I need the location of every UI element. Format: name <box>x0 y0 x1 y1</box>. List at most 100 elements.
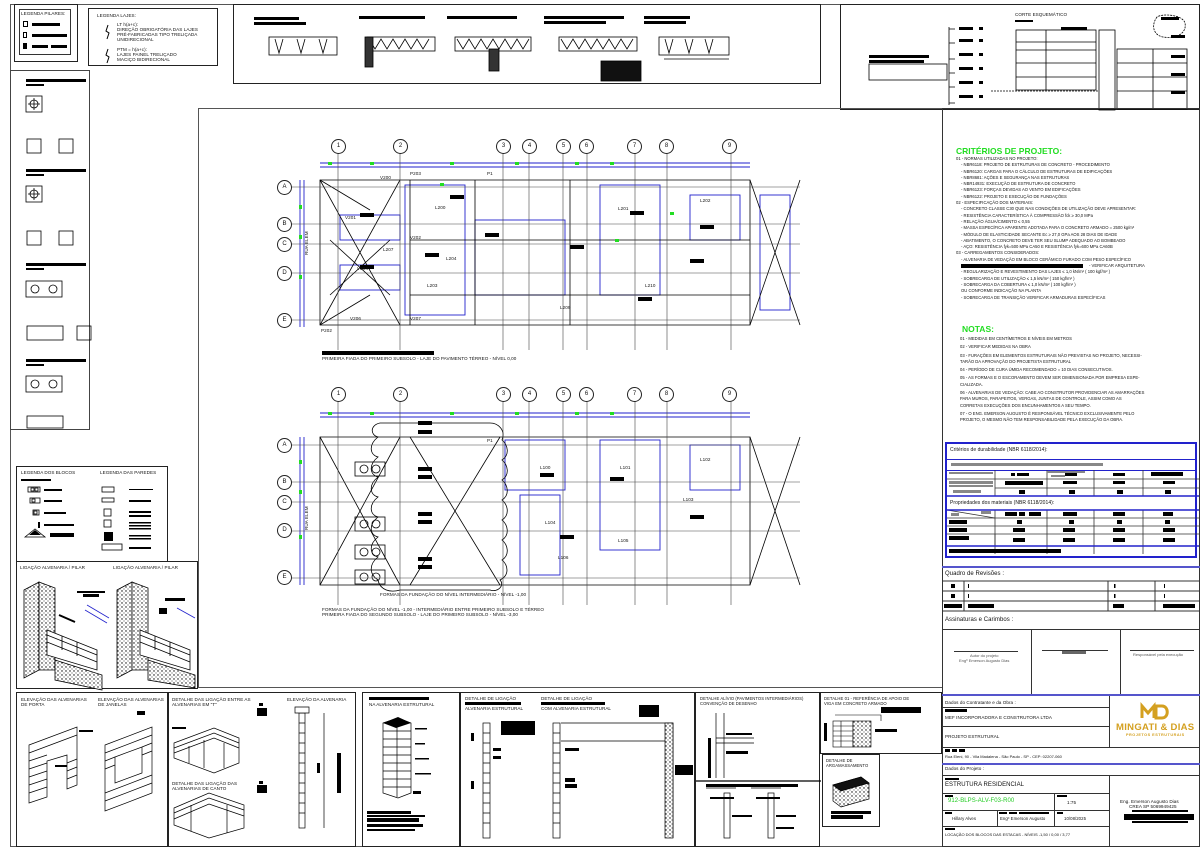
wall-pillar-drawings <box>23 581 196 691</box>
pillar-label: P203 <box>410 171 421 176</box>
connection-structural-box: DETALHE DE LIGAÇÃO ALVENARIA ESTRUTURAL … <box>460 692 695 847</box>
elev-door-title-1: ELEVAÇÃO DAS ALVENARIAS <box>21 697 87 702</box>
axis-bubble-A: A <box>277 438 292 453</box>
pillar-label: P1 <box>487 438 493 443</box>
corte-title: CORTE ESQUEMÁTICO <box>1015 12 1068 17</box>
axis-bubble-1: 1 <box>331 139 346 154</box>
project-data-section: Dados do Projeto : ESTRUTURA RESIDENCIAL… <box>942 762 1200 847</box>
notas-list: 01 - MEDIDAS EM CENTÍMETROS E NÍVEIS EM … <box>960 336 1145 423</box>
logo-tagline: PROJETOS ESTRUTURAIS <box>1126 733 1185 737</box>
axis-bubble-2: 2 <box>393 139 408 154</box>
slab-section-drawings <box>268 36 730 82</box>
axis-bubble-3: 3 <box>496 387 511 402</box>
connection-left-title: LIGAÇÃO ALVENARIA / PILAR <box>20 565 85 570</box>
slab-label: L106 <box>558 555 569 560</box>
lig2-title-1: DETALHE DE LIGAÇÃO <box>541 696 593 701</box>
wall-elevation-drawings <box>28 711 153 812</box>
axis-bubble-C: C <box>277 495 292 510</box>
legend-blocks-title: LEGENDA DOS BLOCOS <box>21 470 76 475</box>
slab-label: L210 <box>645 283 656 288</box>
signatures-section: Assinaturas e Carimbos : Autor do projet… <box>942 612 1200 694</box>
axis-bubble-5: 5 <box>556 387 571 402</box>
axis-bubble-7: 7 <box>627 139 642 154</box>
axis-bubble-2: 2 <box>393 387 408 402</box>
floor-plan-bottom-drawing <box>290 400 801 605</box>
author-name: Engº Emerson Augusto Dias <box>959 658 1010 663</box>
mortar-title-2: ARGAMASSAMENTO <box>826 763 869 768</box>
axis-bubble-5: 5 <box>556 139 571 154</box>
slab-label: L201 <box>618 206 629 211</box>
checked-by: Engº Emerson Augusto <box>1000 816 1046 821</box>
notas-title: NOTAS: <box>962 324 994 334</box>
slab-label: L103 <box>683 497 694 502</box>
author-label: Autor do projeto <box>970 653 999 658</box>
beam-label: V202 <box>410 235 421 240</box>
slab-direction-icon <box>105 24 110 64</box>
legend-lajes-title: LEGENDA LAJES: <box>97 13 136 18</box>
support-title-1: DETALHE 01 - REFERÊNCIA DE APOIO DE <box>824 696 910 701</box>
legend-pilares-title: LEGENDA PILARES: <box>21 11 66 16</box>
relief-detail-box: DETALHE ALÍVIO (PAVIMENTOS INTERMEDIÁRIO… <box>695 692 821 847</box>
axis-bubble-E: E <box>277 570 292 585</box>
axis-bubble-C: C <box>277 237 292 252</box>
legend-lajes-box: LEGENDA LAJES: LT h(a+c): DIREÇÃO OBRIGA… <box>88 8 218 66</box>
slab-label: L102 <box>700 457 711 462</box>
axis-bubble-6: 6 <box>579 387 594 402</box>
structural-wall-title: NA ALVENARIA ESTRUTURAL <box>369 702 435 707</box>
slab-label: L203 <box>427 283 438 288</box>
lig1-title-2: ALVENARIA ESTRUTURAL <box>465 706 524 711</box>
mortar-title-1: DETALHE DE <box>826 758 853 763</box>
slab-sections-box <box>233 4 821 84</box>
properties-title: Propriedades dos materiais (NBR 6118/201… <box>950 500 1055 506</box>
plan-top-caption: PRIMEIRA FIADA DO PRIMEIRO SUBSOLO - LAJ… <box>322 356 517 361</box>
project-type: PROJETO ESTRUTURAL <box>945 734 1000 739</box>
cloud-caption: FORMAS DA FUNDAÇÃO DO NÍVEL INTERMEDIÁRI… <box>380 592 527 597</box>
mortar-block-drawing <box>831 776 871 819</box>
relief-title-1: DETALHE ALÍVIO (PAVIMENTOS INTERMEDIÁRIO… <box>700 696 804 701</box>
axis-bubble-4: 4 <box>522 387 537 402</box>
mortar-detail-box: DETALHE DE ARGAMASSAMENTO <box>822 754 880 827</box>
lig2-title-2: COM ALVENARIA ESTRUTURAL <box>541 706 612 711</box>
logo-md-icon <box>1140 701 1169 720</box>
pile-cap-drawings <box>25 79 92 429</box>
revisions-section: Quadro de Revisões : <box>942 566 1200 618</box>
elev-window-title-1: ELEVAÇÃO DAS ALVENARIAS <box>98 697 164 702</box>
engineer-name: Eng. Emerson Augusto Dias <box>1120 799 1179 804</box>
pillar-label: P202 <box>321 328 332 333</box>
axis-bubble-6: 6 <box>579 139 594 154</box>
axis-bubble-8: 8 <box>659 387 674 402</box>
support-title-2: VIGA EM CONCRETO ARMADO <box>824 701 887 706</box>
sheet-content: LOCAÇÃO DOS BLOCOS DAS ESTACAS - NÍVEIS … <box>945 832 1071 837</box>
connection-drawings <box>172 703 341 839</box>
slab-label: L209 <box>560 305 571 310</box>
plan-bottom-caption-2: PRIMEIRA FIADA DO SEGUNDO SUBSOLO - LAJE… <box>322 612 519 617</box>
wall-elevation-title: ELEVAÇÃO DA ALVENARIA <box>287 697 347 702</box>
beam-label: V206 <box>350 316 361 321</box>
beam-label: V207 <box>410 316 421 321</box>
lig1-title-1: DETALHE DE LIGAÇÃO <box>465 696 517 701</box>
pillar-rect-icon <box>23 32 27 38</box>
street-label-top: RUA ELEM <box>304 231 309 255</box>
slab-label: L105 <box>618 538 629 543</box>
plan-top: RUA ELEM L200 L201 L202 L203 L204 L207 L… <box>270 135 801 365</box>
signatures-title: Assinaturas e Carimbos : <box>945 617 1014 623</box>
axis-bubble-3: 3 <box>496 139 511 154</box>
detail-corner-title-1: DETALHE DAS LIGAÇÃO DAS <box>172 781 238 786</box>
project-date: 10/08/2025 <box>1064 816 1087 821</box>
axis-bubble-9: 9 <box>722 387 737 402</box>
client-address: Rua Eleni, 90 - Vila Madalena - São Paul… <box>945 754 1062 759</box>
corte-esquematico-box: CORTE ESQUEMÁTICO <box>840 4 1200 111</box>
durability-table: Critérios de durabilidade (NBR 6118/2014… <box>945 442 1199 558</box>
drawn-by: Hillary Alves <box>952 816 977 821</box>
pillar-label: P1 <box>487 171 493 176</box>
beam-label: V201 <box>345 215 356 220</box>
axis-bubble-A: A <box>277 180 292 195</box>
engineer-crea: CREA SP 5069949425 <box>1129 804 1177 809</box>
project-code: 912-BLPS-ALV-F03-R00 <box>948 798 1015 804</box>
slab-label: L202 <box>700 198 711 203</box>
relief-drawings <box>696 713 821 839</box>
street-label-bottom: RUA ELEM <box>304 506 309 530</box>
detail-t-title-2: ALVENARIAS EM "T" <box>172 702 217 707</box>
elev-door-title-2: DE PORTA <box>21 702 45 707</box>
slab-label: L204 <box>446 256 457 261</box>
